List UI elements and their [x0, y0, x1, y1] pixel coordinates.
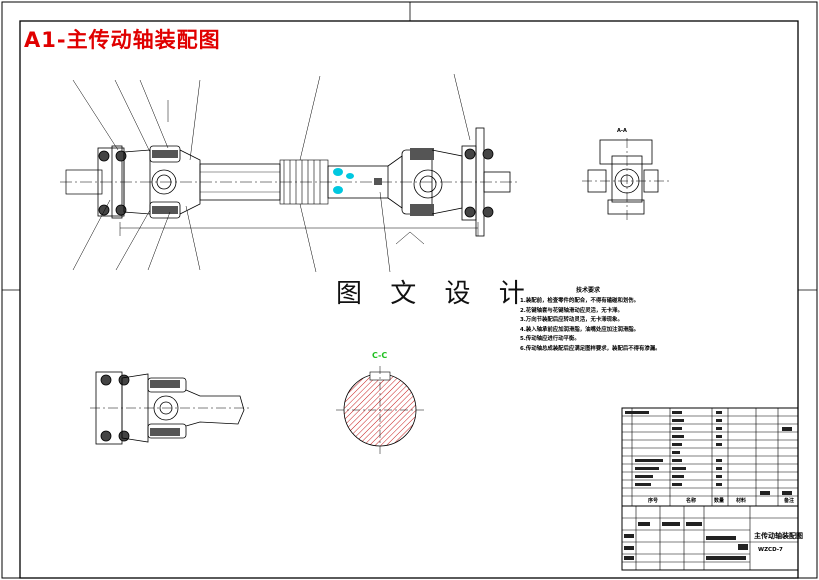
title-block-seq-header: 序号: [648, 498, 659, 504]
title-block-material-header: 材料: [736, 498, 747, 504]
tech-requirements-list: 1.装配前，检查零件的配合，不得有磕碰和划伤。 2.花键轴套与花键轴滑动应灵活，…: [520, 297, 661, 354]
tech-requirement-item: 5.传动轴应进行动平衡。: [520, 336, 580, 342]
title-block-remark-header: 备注: [784, 498, 795, 504]
title-block: [621, 407, 799, 571]
bottom-left-view: [90, 371, 250, 445]
title-block-drawing-name: 主传动轴装配图: [754, 532, 803, 540]
watermark-text: 图 文 设 计: [336, 279, 535, 309]
tech-requirements-heading: 技术要求: [576, 287, 601, 294]
tech-requirement-item: 6.传动轴总成装配后应满足图样要求，装配后不得有渗漏。: [520, 345, 661, 352]
tech-requirement-item: 4.装入轴承前应加润滑脂，油嘴处应加注润滑脂。: [520, 326, 640, 333]
main-view: [60, 73, 520, 273]
title-block-name-header: 名称: [686, 498, 697, 504]
title-block-drawing-code: WZCD-7: [758, 547, 783, 553]
tech-requirement-item: 3.万向节装配后应转动灵活，无卡滞现象。: [520, 317, 623, 323]
centering-marks: [2, 2, 817, 291]
tech-requirement-item: 2.花键轴套与花键轴滑动应灵活，无卡滞。: [520, 307, 623, 314]
inner-frame: [19, 20, 799, 579]
title-block-qty-header: 数量: [714, 498, 725, 504]
section-c-view: [336, 366, 424, 454]
section-c-label: C-C: [372, 351, 388, 360]
drawing-title: A1-主传动轴装配图: [24, 28, 221, 52]
tech-requirement-item: 1.装配前，检查零件的配合，不得有磕碰和划伤。: [520, 298, 640, 304]
section-a-label: A-A: [617, 128, 627, 134]
section-a-view: [582, 138, 670, 222]
